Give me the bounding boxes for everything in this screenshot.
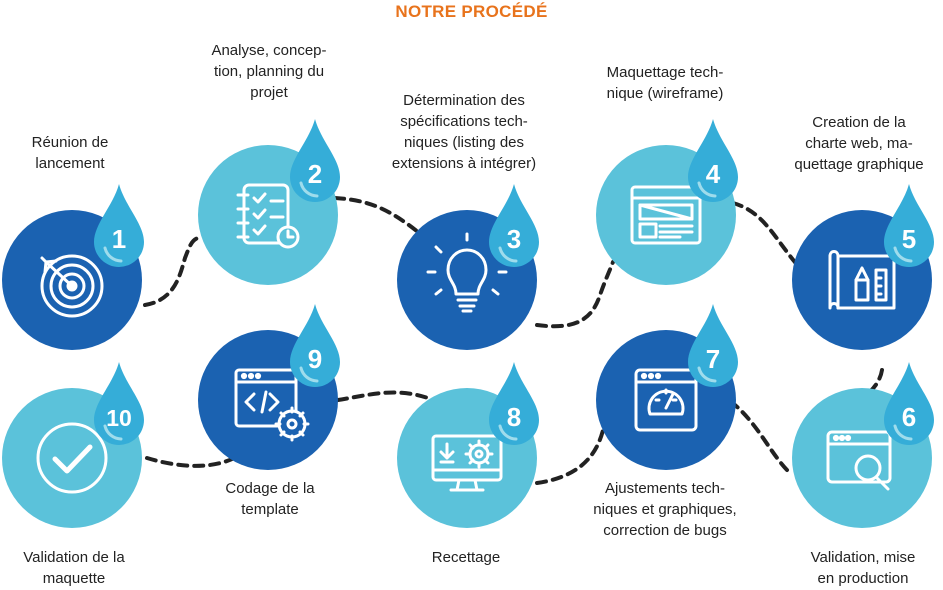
step-number: 1 bbox=[112, 224, 126, 254]
step-label-1: Réunion de lancement bbox=[31, 134, 109, 172]
page-title: NOTRE PROCÉDÉ bbox=[395, 2, 548, 21]
connector-8-9 bbox=[336, 390, 440, 404]
drop-icon bbox=[884, 184, 934, 267]
drop-icon bbox=[688, 304, 738, 387]
drop-highlight bbox=[299, 181, 319, 198]
drop-icon bbox=[94, 362, 144, 445]
step-4: 4 bbox=[596, 119, 738, 285]
checklist-icon bbox=[236, 183, 300, 249]
browser-search-icon bbox=[826, 430, 892, 491]
target-icon bbox=[40, 254, 104, 318]
connector-6-7 bbox=[733, 403, 789, 472]
connector-7-8 bbox=[535, 428, 605, 485]
checkmark-icon bbox=[36, 422, 108, 494]
step-label-3: Détermination des spécifications tech- n… bbox=[391, 92, 537, 172]
connector-2-3 bbox=[333, 196, 420, 234]
drop-icon bbox=[489, 362, 539, 445]
step-6: 6 bbox=[792, 362, 934, 528]
drop-icon bbox=[688, 119, 738, 202]
step-label-7: Ajustements tech- niques et graphiques, … bbox=[593, 480, 737, 539]
drop-icon bbox=[290, 119, 340, 202]
step-10: 10 bbox=[2, 362, 144, 528]
step-number: 4 bbox=[706, 159, 721, 189]
step-5: 5 bbox=[792, 184, 934, 350]
speedometer-window-icon bbox=[634, 368, 698, 432]
drop-highlight bbox=[893, 246, 913, 263]
step-label-10: Validation de la maquette bbox=[23, 549, 125, 587]
step-2: 2 bbox=[198, 119, 340, 285]
step-7: 7 bbox=[596, 304, 738, 470]
step-number: 8 bbox=[507, 402, 521, 432]
step-number: 9 bbox=[308, 344, 322, 374]
drop-highlight bbox=[697, 366, 717, 383]
connector-4-5 bbox=[731, 201, 802, 270]
drop-highlight bbox=[697, 181, 717, 198]
step-9: 9 bbox=[198, 304, 340, 470]
step-label-2: Analyse, concep- tion, planning du proje… bbox=[211, 42, 327, 101]
step-number: 3 bbox=[507, 224, 521, 254]
wireframe-icon bbox=[630, 185, 702, 245]
step-label-8: Recettage bbox=[431, 549, 501, 566]
step-number: 6 bbox=[902, 402, 916, 432]
connector-1-2 bbox=[143, 236, 200, 307]
blueprint-icon bbox=[828, 250, 896, 310]
step-number: 2 bbox=[308, 159, 322, 189]
connector-9-10 bbox=[145, 453, 242, 468]
step-label-5: Creation de la charte web, ma- quettage … bbox=[794, 114, 924, 173]
drop-highlight bbox=[893, 424, 913, 441]
connector-3-4 bbox=[535, 260, 615, 329]
step-number: 7 bbox=[706, 344, 720, 374]
step-3: 3 bbox=[397, 184, 539, 350]
drop-highlight bbox=[498, 246, 518, 263]
drop-icon bbox=[290, 304, 340, 387]
drop-highlight bbox=[299, 366, 319, 383]
monitor-settings-icon bbox=[431, 434, 503, 492]
step-number: 10 bbox=[106, 405, 132, 431]
step-label-6: Validation, mise en production bbox=[810, 549, 916, 587]
drop-highlight bbox=[103, 424, 123, 441]
step-8: 8 bbox=[397, 362, 539, 528]
step-label-4: Maquettage tech- nique (wireframe) bbox=[606, 64, 724, 102]
drop-highlight bbox=[498, 424, 518, 441]
step-label-9: Codage de la template bbox=[225, 480, 315, 518]
drop-icon bbox=[94, 184, 144, 267]
step-number: 5 bbox=[902, 224, 916, 254]
drop-highlight bbox=[103, 246, 123, 263]
drop-icon bbox=[489, 184, 539, 267]
drop-icon bbox=[884, 362, 934, 445]
step-1: 1 bbox=[2, 184, 144, 350]
code-window-icon bbox=[234, 368, 310, 442]
